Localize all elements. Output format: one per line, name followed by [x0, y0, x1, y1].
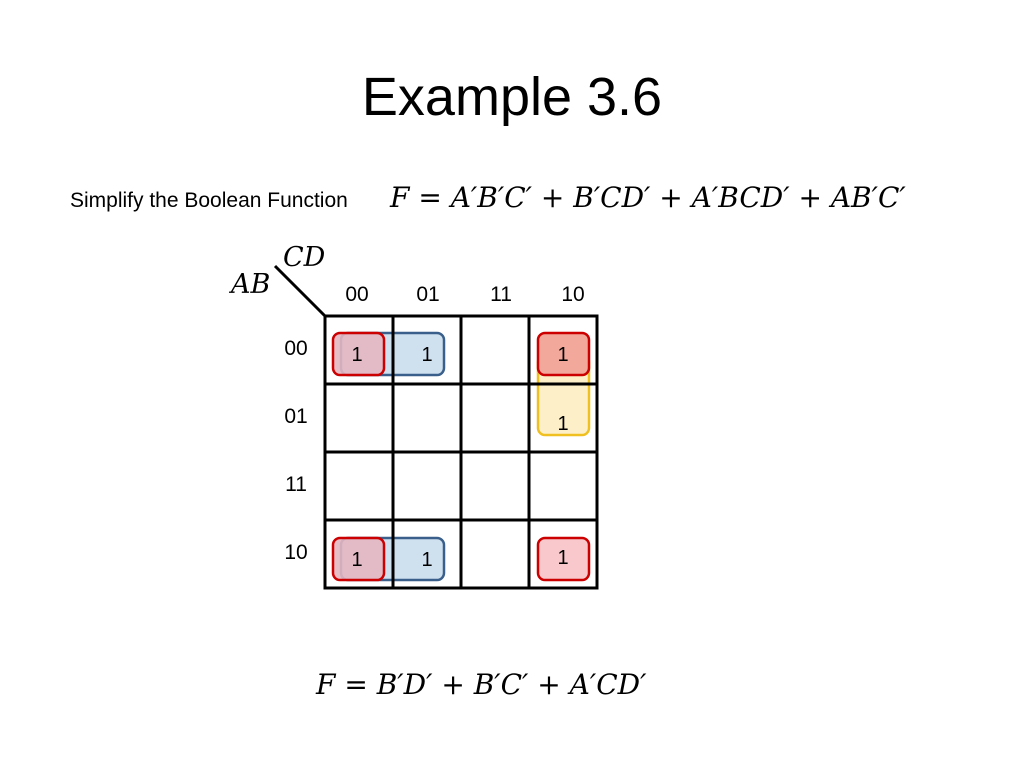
- group-b-d-loop-corner-10-00: [331, 536, 386, 582]
- kmap-grid: [323, 314, 599, 590]
- cell-10-01: 1: [421, 549, 432, 571]
- cell-00-01: 1: [421, 344, 432, 366]
- col-label-00: 00: [345, 283, 368, 306]
- cell-00-10: 1: [557, 344, 568, 366]
- kmap-cells: 1 1 1 1 1 1 1: [351, 344, 568, 571]
- row-label-01: 01: [284, 405, 307, 428]
- group-b-d-loop-corner-10-10: [536, 536, 591, 582]
- row-label-11: 11: [285, 473, 307, 496]
- col-label-01: 01: [416, 283, 439, 306]
- result-function: F = B′D′ + B′C′ + A′CD′: [316, 668, 647, 701]
- cell-10-10: 1: [557, 547, 568, 569]
- col-label-11: 11: [490, 283, 512, 306]
- slide-title: Example 3.6: [361, 67, 663, 127]
- col-label-10: 10: [561, 283, 584, 306]
- corner-diagonal: [273, 264, 327, 318]
- col-variable-label: CD: [283, 242, 326, 273]
- cell-10-00: 1: [351, 549, 362, 571]
- cell-01-10: 1: [557, 413, 568, 435]
- group-b-d-loop-corner-00-10: [536, 331, 591, 377]
- row-label-00: 00: [284, 337, 307, 360]
- cell-00-00: 1: [351, 344, 362, 366]
- given-function: F = A′B′C′ + B′CD′ + A′BCD′ + AB′C′: [390, 181, 906, 214]
- prompt-text: Simplify the Boolean Function: [70, 189, 348, 212]
- group-b-d-loop-corner-00-00: [331, 331, 386, 377]
- row-variable-label: AB: [228, 269, 270, 300]
- row-label-10: 10: [284, 541, 307, 564]
